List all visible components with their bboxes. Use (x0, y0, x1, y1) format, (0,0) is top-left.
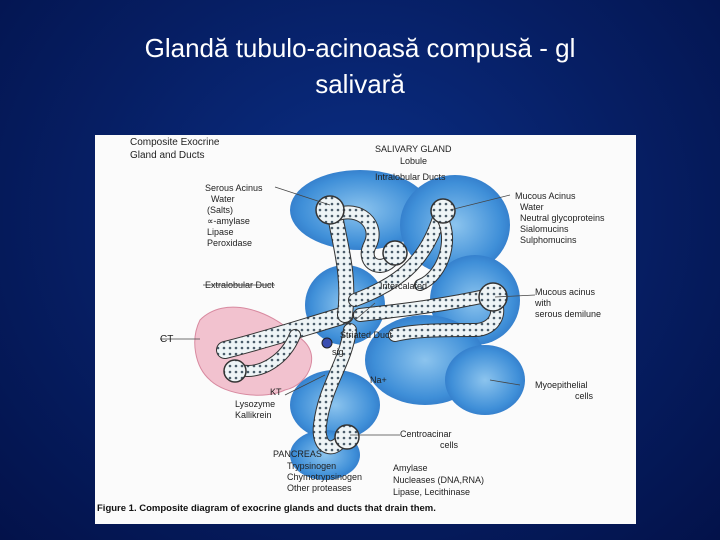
label-serous-salts: (Salts) (207, 205, 233, 215)
label-myoepithelial: Myoepithelial (535, 380, 588, 390)
figure-caption-prefix: Figure 1. (97, 503, 137, 514)
label-intralobular: Intralobular Ducts (375, 172, 446, 182)
label-lysozyme: Lysozyme (235, 399, 275, 409)
label-composite-2: Gland and Ducts (130, 150, 205, 161)
label-serous-water: Water (211, 194, 235, 204)
tubulo-acinar-ducts (216, 205, 505, 455)
diagram-labels: Composite Exocrine Gland and Ducts SALIV… (130, 137, 605, 497)
label-kt: KT (270, 387, 282, 397)
label-mucous-acinus: Mucous Acinus (515, 191, 576, 201)
slide-title-line-2: salivară (315, 69, 405, 99)
label-serous-peroxidase: Peroxidase (207, 238, 252, 248)
label-salivary-gland: SALIVARY GLAND (375, 144, 452, 154)
label-with: with (534, 298, 551, 308)
label-mucous-glycoproteins: Neutral glycoproteins (520, 213, 605, 223)
label-lipase-lecithinase: Lipase, Lecithinase (393, 487, 470, 497)
label-nucleases: Nucleases (DNA,RNA) (393, 475, 484, 485)
label-serous-acinus: Serous Acinus (205, 183, 263, 193)
label-myo-cells: cells (575, 391, 594, 401)
label-chymotrypsinogen: Chymotrypsinogen (287, 472, 362, 482)
leader-lines (160, 186, 536, 436)
label-kallikrein: Kallikrein (235, 410, 272, 420)
label-centro-cells: cells (440, 440, 459, 450)
label-na: Na+ (370, 375, 387, 385)
gland-diagram-figure: Composite Exocrine Gland and Ducts SALIV… (95, 135, 636, 524)
label-ct: CT (160, 334, 173, 345)
gland-diagram-svg: Composite Exocrine Gland and Ducts SALIV… (130, 137, 605, 497)
slide-title: Glandă tubulo-acinoasă compusă - gl sali… (40, 30, 680, 102)
label-serous-amylase: ∝-amylase (207, 216, 250, 226)
label-serous-lipase: Lipase (207, 227, 234, 237)
label-mucous-sialomucins: Sialomucins (520, 224, 569, 234)
figure-caption: Figure 1. Composite diagram of exocrine … (97, 503, 436, 514)
label-mucous-sulphomucins: Sulphomucins (520, 235, 577, 245)
label-amylase: Amylase (393, 463, 428, 473)
label-trypsinogen: Trypsinogen (287, 461, 336, 471)
label-striated-duct: Striated Duct (340, 330, 393, 340)
label-extralobular-duct: Extralobular Duct (205, 280, 275, 290)
label-mucous-acinus-2: Mucous acinus (535, 287, 596, 297)
figure-caption-text: Composite diagram of exocrine glands and… (139, 503, 436, 514)
label-composite-1: Composite Exocrine (130, 137, 220, 148)
label-pancreas: PANCREAS (273, 449, 322, 459)
label-lobule: Lobule (400, 156, 427, 166)
label-centroacinar: Centroacinar (400, 429, 452, 439)
label-sig: sig (332, 347, 344, 357)
slide-title-line-1: Glandă tubulo-acinoasă compusă - gl (144, 33, 576, 63)
label-intercalated: Intercalated (380, 281, 427, 291)
label-serous-demilune: serous demilune (535, 309, 601, 319)
label-mucous-water: Water (520, 202, 544, 212)
label-other-proteases: Other proteases (287, 483, 352, 493)
